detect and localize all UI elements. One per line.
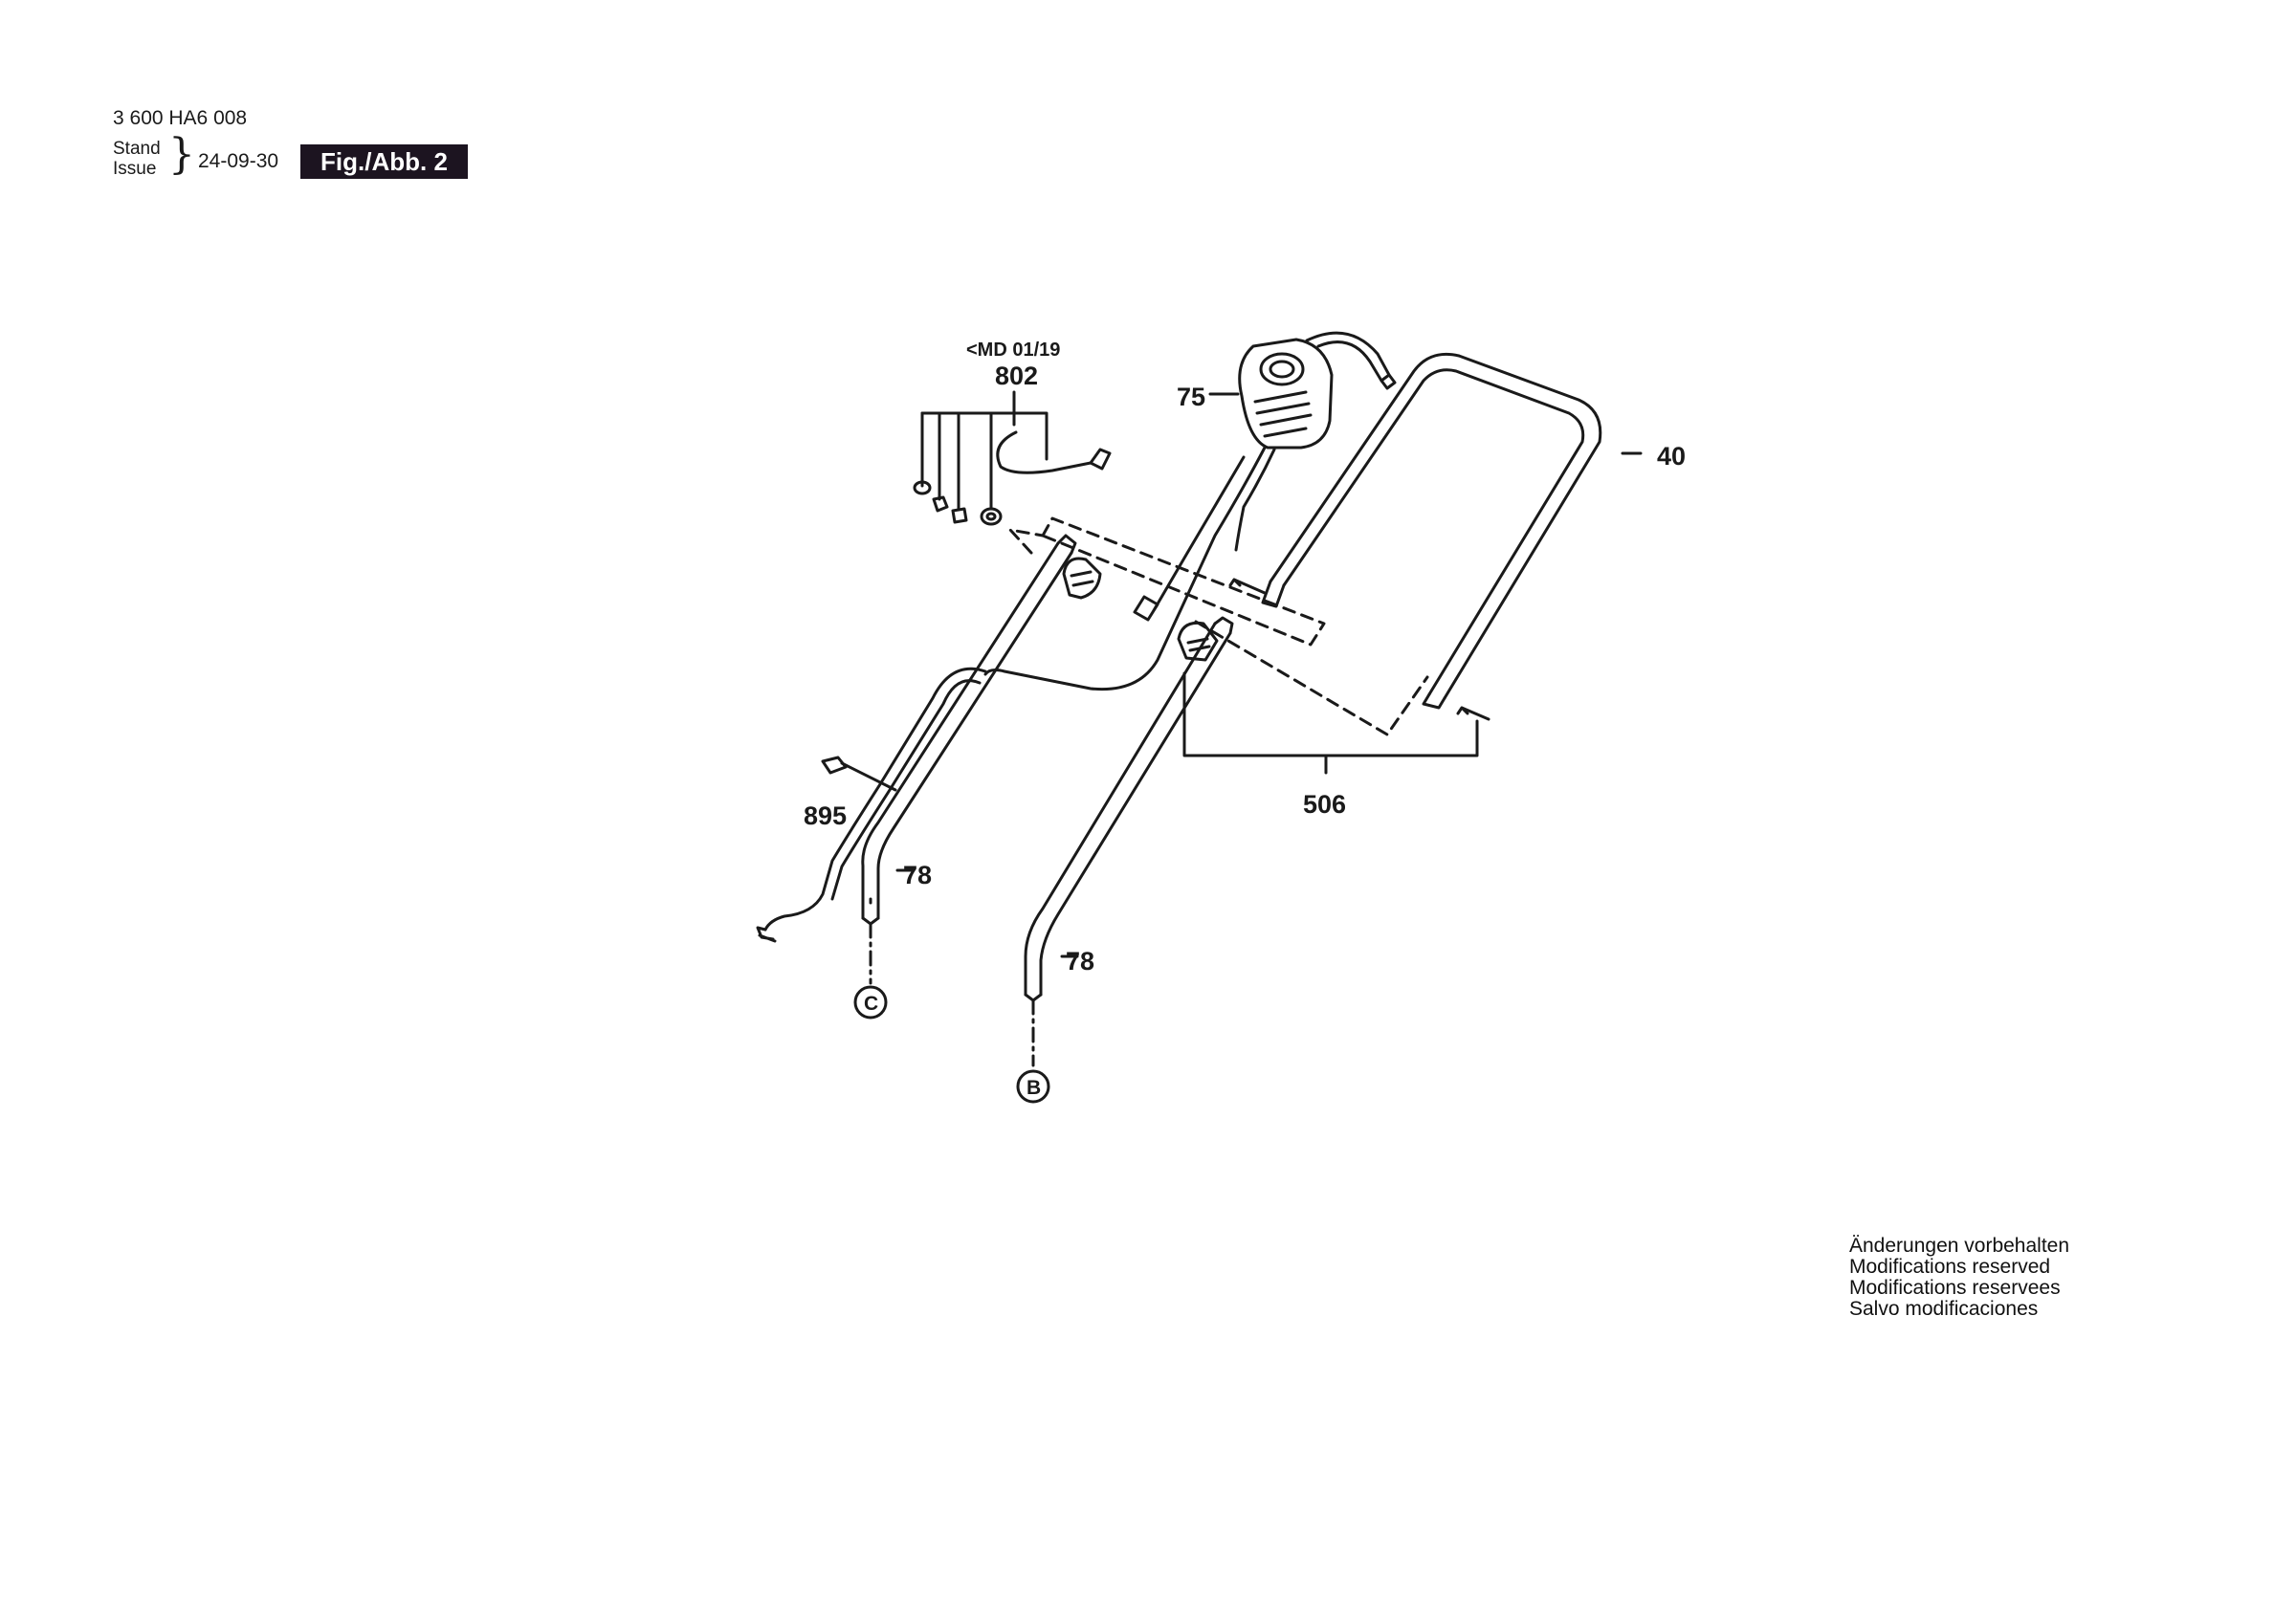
callout-802: 802 <box>995 362 1038 390</box>
callout-40: 40 <box>1657 442 1686 471</box>
cable-clip-part-895 <box>756 667 987 943</box>
notice-line-de: Änderungen vorbehalten <box>1849 1235 2070 1257</box>
callout-78-right: 78 <box>1066 947 1094 976</box>
callout-506: 506 <box>1303 790 1346 819</box>
brace-glyph: } <box>168 130 195 179</box>
reference-c-circle <box>853 985 888 1020</box>
lower-handle-right-part-78 <box>1024 616 1234 1067</box>
modifications-notice: Änderungen vorbehalten Modifications res… <box>1849 1236 2069 1320</box>
notice-line-fr: Modifications reservees <box>1849 1277 2061 1299</box>
reference-b-circle <box>1016 1069 1050 1104</box>
notice-line-es: Salvo modificaciones <box>1849 1298 2039 1320</box>
callout-75: 75 <box>1177 383 1205 411</box>
reference-c-label: C <box>864 993 878 1015</box>
grip-parts-part-506 <box>1062 557 1490 775</box>
callout-895: 895 <box>804 801 847 830</box>
document-number: 3 600 HA6 008 <box>113 107 248 129</box>
reference-b-label: B <box>1027 1077 1041 1099</box>
upper-handle-part-40 <box>1261 352 1643 710</box>
assembly-outline-dashed <box>1008 516 1429 736</box>
figure-badge: Fig./Abb. 2 <box>300 144 468 179</box>
callout-78-left: 78 <box>903 861 932 889</box>
stand-label: Stand <box>113 139 161 159</box>
issue-label: Issue <box>113 159 157 179</box>
lower-handle-left-part-78 <box>861 534 1077 985</box>
md-note-label: <MD 01/19 <box>966 340 1060 361</box>
notice-line-en: Modifications reserved <box>1849 1256 2051 1278</box>
issue-date: 24-09-30 <box>198 150 279 172</box>
cable-set-part-802 <box>913 390 1112 526</box>
